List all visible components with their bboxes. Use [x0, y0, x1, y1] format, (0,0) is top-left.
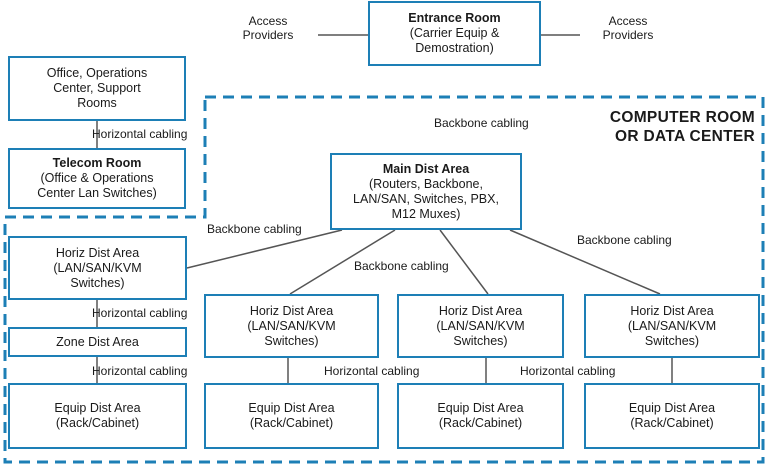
horizontal-label-col3: Horizontal cabling: [520, 364, 616, 378]
telecom-room-line1: (Office & Operations: [40, 171, 154, 185]
equip-dist-area-box: Equip Dist Area (Rack/Cabinet): [204, 383, 379, 449]
access-right-line2: Providers: [602, 28, 654, 42]
horiz-dist-area-box: Horiz Dist Area (LAN/SAN/KVM Switches): [397, 294, 564, 358]
hda-line2: (LAN/SAN/KVM: [436, 318, 525, 333]
office-line2: Center, Support: [53, 81, 141, 95]
backbone-line-hda4: [509, 229, 661, 295]
horiz-dist-area-box: Horiz Dist Area (LAN/SAN/KVM Switches): [204, 294, 379, 358]
telecom-room-title: Telecom Room: [52, 156, 142, 170]
office-box: Office, Operations Center, Support Rooms: [8, 56, 186, 121]
zone-dist-area-label: Zone Dist Area: [56, 334, 139, 349]
telecom-room-line2: Center Lan Switches): [37, 186, 157, 200]
computer-room-boundary: [3, 95, 765, 464]
entrance-room-box: Entrance Room (Carrier Equip & Demostrat…: [368, 1, 541, 66]
backbone-label-left: Backbone cabling: [207, 222, 302, 236]
entrance-room-title: Entrance Room: [408, 11, 501, 25]
hda-line3: Switches): [644, 333, 700, 348]
eda-line1: Equip Dist Area: [248, 401, 335, 415]
backbone-line-hda1: [186, 229, 343, 269]
zone-dist-area-box: Zone Dist Area: [8, 327, 187, 357]
hda-line2: (LAN/SAN/KVM: [247, 318, 336, 333]
hda-line3: Switches): [70, 275, 125, 290]
telecom-room-box: Telecom Room (Office & Operations Center…: [8, 148, 186, 209]
hda-line1: Horiz Dist Area: [249, 303, 334, 318]
eda-line2: (Rack/Cabinet): [630, 416, 714, 430]
eda-line2: (Rack/Cabinet): [438, 416, 523, 430]
eda-line1: Equip Dist Area: [628, 401, 716, 415]
entrance-room-line1: (Carrier Equip &: [409, 26, 500, 40]
horizontal-label-col2: Horizontal cabling: [324, 364, 420, 378]
office-line3: Rooms: [77, 96, 117, 110]
backbone-label-right: Backbone cabling: [577, 233, 672, 247]
horiz-dist-area-box: Horiz Dist Area (LAN/SAN/KVM Switches): [584, 294, 760, 358]
hda-line3: Switches): [264, 333, 319, 348]
horizontal-label-left-lower: Horizontal cabling: [92, 364, 188, 378]
access-providers-right: Access Providers: [588, 14, 668, 42]
heading-line1: COMPUTER ROOM: [609, 109, 755, 126]
access-providers-left: Access Providers: [228, 14, 308, 42]
equip-dist-area-box: Equip Dist Area (Rack/Cabinet): [584, 383, 760, 449]
heading-line2: OR DATA CENTER: [615, 128, 755, 145]
horizontal-label-left-upper: Horizontal cabling: [92, 306, 188, 320]
main-dist-area-line3: M12 Muxes): [391, 206, 461, 221]
hda-line2: (LAN/SAN/KVM: [627, 318, 717, 333]
office-line1: Office, Operations: [46, 66, 148, 80]
eda-line1: Equip Dist Area: [437, 401, 524, 415]
hda-line3: Switches): [453, 333, 508, 348]
backbone-line-hda2: [289, 229, 396, 295]
equip-dist-area-box: Equip Dist Area (Rack/Cabinet): [8, 383, 187, 449]
main-dist-area-box: Main Dist Area (Routers, Backbone, LAN/S…: [330, 153, 522, 230]
horiz-dist-area-box: Horiz Dist Area (LAN/SAN/KVM Switches): [8, 236, 187, 300]
backbone-label-top: Backbone cabling: [434, 116, 529, 130]
hda-line1: Horiz Dist Area: [630, 303, 714, 318]
main-dist-area-line2: LAN/SAN, Switches, PBX,: [353, 191, 499, 206]
access-left-line2: Providers: [242, 28, 294, 42]
office-telecom-cabling-label: Horizontal cabling: [92, 127, 188, 141]
hda-line1: Horiz Dist Area: [438, 303, 523, 318]
eda-line2: (Rack/Cabinet): [55, 416, 140, 430]
main-dist-area-line1: (Routers, Backbone,: [369, 176, 483, 191]
backbone-label-middle: Backbone cabling: [354, 259, 449, 273]
access-right-line1: Access: [608, 14, 648, 28]
equip-dist-area-box: Equip Dist Area (Rack/Cabinet): [397, 383, 564, 449]
hda-line1: Horiz Dist Area: [55, 245, 140, 260]
backbone-line-hda3: [439, 229, 489, 295]
entrance-room-line2: Demostration): [415, 41, 494, 55]
computer-room-heading: COMPUTER ROOM OR DATA CENTER: [575, 108, 755, 146]
eda-line2: (Rack/Cabinet): [249, 416, 334, 430]
hda-line2: (LAN/SAN/KVM: [53, 260, 142, 275]
access-left-line1: Access: [248, 14, 288, 28]
eda-line1: Equip Dist Area: [54, 401, 141, 415]
main-dist-area-title: Main Dist Area: [382, 161, 470, 176]
